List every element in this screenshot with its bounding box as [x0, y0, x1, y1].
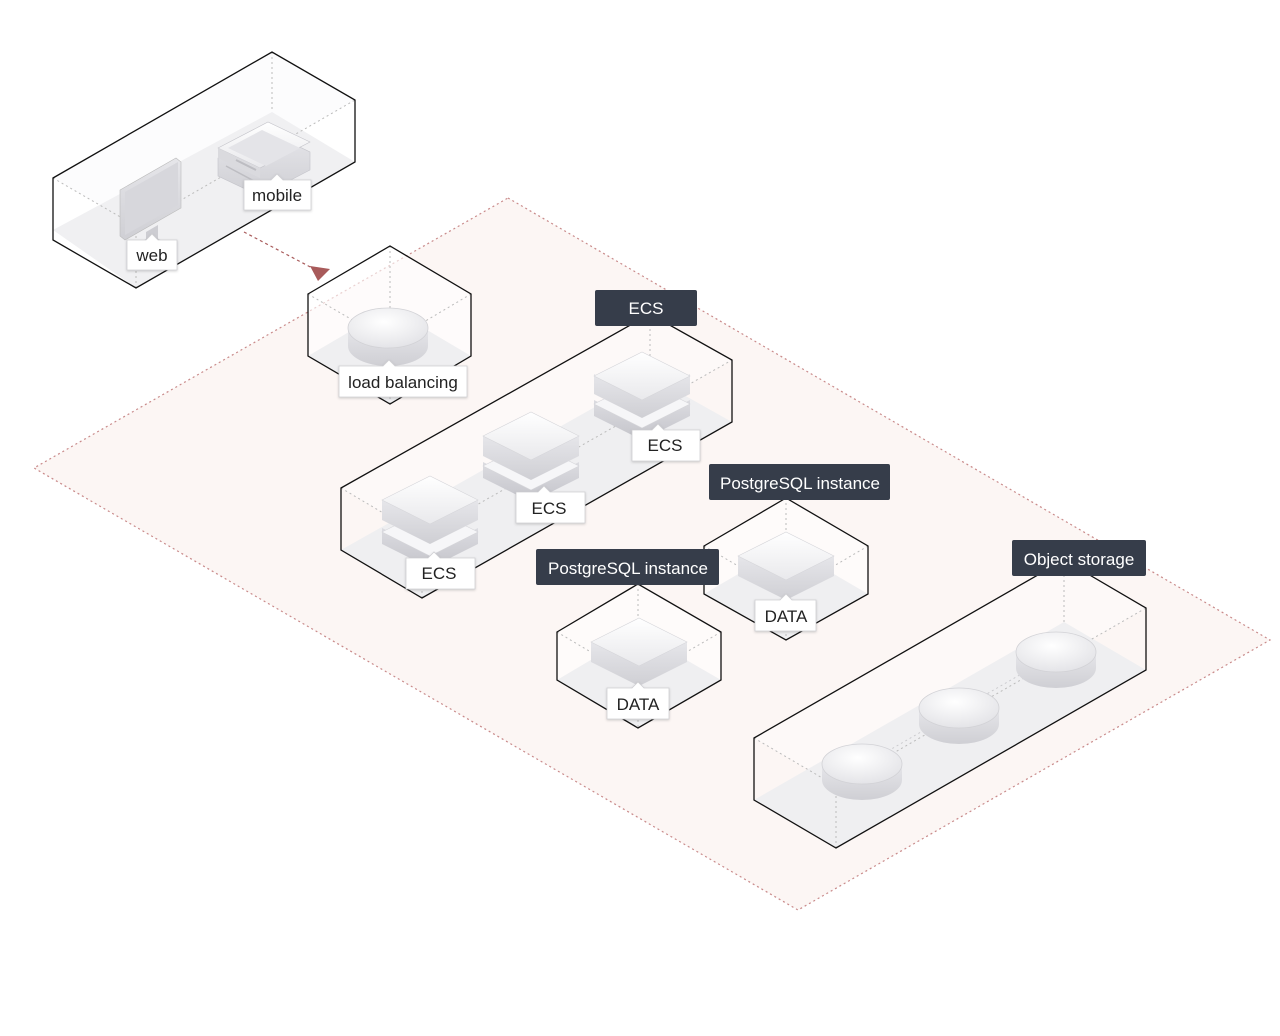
ecs-2-label: ECS: [532, 499, 567, 518]
client-to-lb-arrow: [243, 231, 330, 281]
label-data-a: [606, 681, 670, 720]
label-web: [126, 233, 178, 271]
postgres-a-label: PostgreSQL instance: [548, 559, 708, 578]
tag-postgres-b: [709, 464, 890, 500]
database-icon: [737, 531, 835, 600]
mobile-label: mobile: [252, 186, 302, 205]
storage-disk-icon: [821, 631, 1097, 800]
ecs-1-label: ECS: [422, 564, 457, 583]
postgres-b-label: PostgreSQL instance: [720, 474, 880, 493]
postgres-a-box: [556, 583, 722, 729]
tag-postgres-a: [536, 549, 719, 585]
object-storage-label: Object storage: [1024, 550, 1135, 569]
tag-object-storage: [1012, 540, 1146, 576]
load-balancing-label: load balancing: [348, 373, 458, 392]
postgres-a-data-label: DATA: [617, 695, 660, 714]
web-label: web: [135, 246, 167, 265]
load-balancer-box: [307, 245, 472, 405]
tag-ecs-group: [595, 290, 697, 326]
label-ecs-2: [515, 485, 586, 524]
database-icon: [590, 617, 688, 686]
label-load-balancing: [338, 359, 468, 398]
label-ecs-1: [405, 551, 476, 590]
postgres-b-box: [703, 497, 869, 641]
ecs-group-label: ECS: [629, 299, 664, 318]
postgres-b-data-label: DATA: [765, 607, 808, 626]
label-ecs-3: [631, 423, 701, 462]
load-balancer-icon: [347, 307, 429, 366]
label-mobile: [243, 173, 312, 211]
label-data-b: [754, 593, 817, 632]
server-icon: [381, 351, 691, 568]
ecs-3-label: ECS: [648, 436, 683, 455]
client-box: [52, 51, 356, 289]
